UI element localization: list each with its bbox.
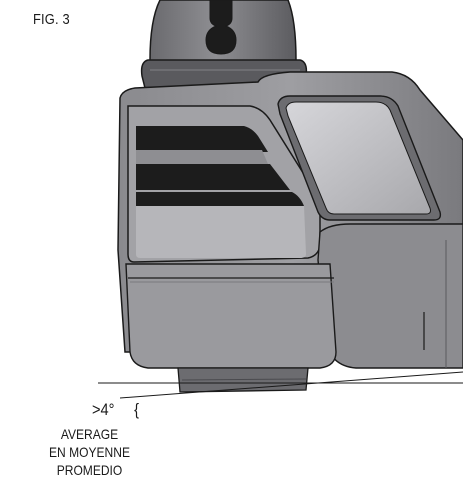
caption-line-spanish: PROMEDIO bbox=[56, 462, 123, 478]
angle-value: >4° bbox=[92, 400, 115, 419]
angle-reference-lines bbox=[98, 371, 463, 399]
angle-brace: { bbox=[134, 400, 139, 419]
main-housing bbox=[117, 71, 463, 393]
caption-line-french: EN MOYENNE bbox=[49, 444, 130, 460]
laser-window-slot bbox=[136, 150, 268, 164]
figure-caption: AVERAGE EN MOYENNE PROMEDIO bbox=[0, 425, 179, 479]
keyhole-icon bbox=[205, 0, 237, 55]
figure-label: FIG. 3 bbox=[33, 11, 70, 28]
angle-annotation: >4° { bbox=[92, 400, 139, 420]
top-dome bbox=[140, 0, 308, 93]
caption-line-english: AVERAGE bbox=[60, 426, 119, 442]
